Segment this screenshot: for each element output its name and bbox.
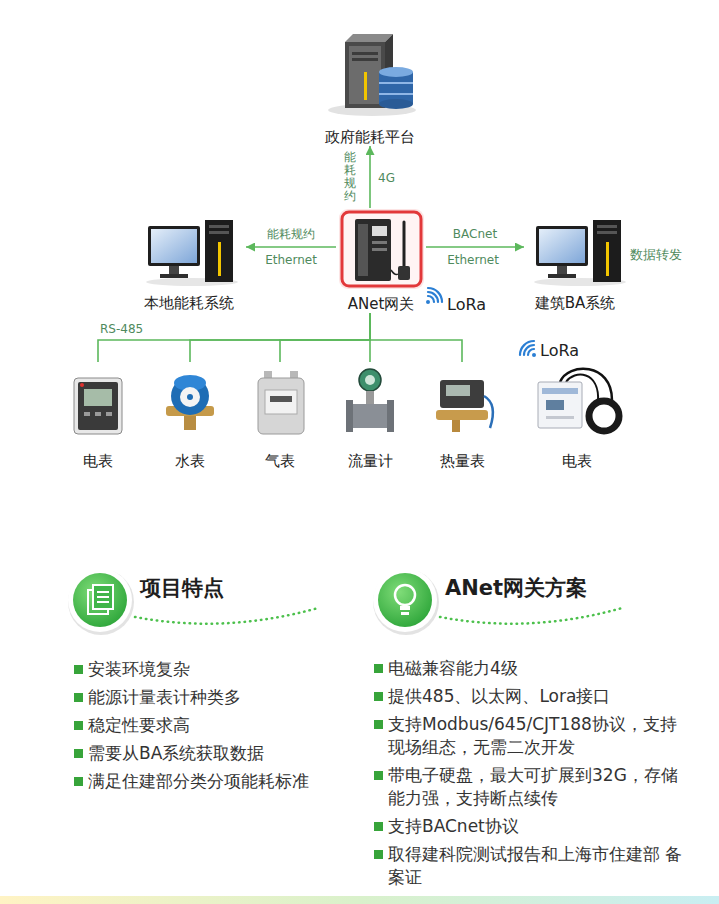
meter-icon (74, 378, 122, 434)
connector (280, 313, 370, 362)
wireless-label: LoRa (447, 295, 486, 314)
meter-node: 气表 (238, 362, 322, 470)
bullet-square (74, 749, 83, 758)
wireless-label: LoRa (540, 341, 579, 360)
node-label: 气表 (265, 452, 295, 470)
dotted-curve (135, 608, 318, 624)
system-node: 建筑BA系统 (524, 213, 626, 312)
bullet-text: 支持Modbus/645/CJT188协议，支持 现场组态，无需二次开发 (388, 714, 677, 757)
meter-node: 电表 (56, 362, 140, 470)
note-label: 数据转发 (630, 248, 682, 262)
dotted-curve (440, 608, 622, 624)
bullet-item: 能源计量表计种类多 (88, 686, 350, 709)
bullet-text: 满足住建部分类分项能耗标准 (88, 771, 309, 791)
bullet-item: 需要从BA系统获取数据 (88, 742, 350, 765)
panel-heading: 项目特点 (140, 575, 224, 601)
connector (369, 146, 371, 208)
gateway-node: ANet网关 (336, 208, 426, 313)
bullet-item: 安装环境复杂 (88, 658, 350, 681)
bullet-square (74, 721, 83, 730)
connector (190, 313, 370, 362)
heading-icon (68, 568, 134, 635)
node-label: 建筑BA系统 (535, 294, 616, 312)
meter-icon (346, 369, 394, 432)
bullet-text: 能源计量表计种类多 (88, 687, 241, 707)
feature-panel: ANet网关方案电磁兼容能力4级提供485、以太网、Lora接口支持Modbus… (375, 575, 710, 893)
bullet-item: 满足住建部分类分项能耗标准 (88, 770, 350, 793)
bullet-item: 支持Modbus/645/CJT188协议，支持 现场组态，无需二次开发 (388, 713, 688, 759)
connector (426, 246, 524, 248)
footer-bar (0, 896, 719, 904)
bullet-square (374, 771, 383, 780)
bullet-text: 取得建科院测试报告和上海市住建部 备案证 (388, 844, 682, 887)
bullet-item: 取得建科院测试报告和上海市住建部 备案证 (388, 843, 688, 889)
bullet-item: 支持BACnet协议 (388, 815, 688, 838)
node-label: 政府能耗平台 (325, 128, 415, 146)
connector (370, 313, 462, 362)
link-label: 4G (378, 171, 395, 185)
bus-label: RS-485 (100, 322, 143, 336)
bullet-text: 安装环境复杂 (88, 659, 190, 679)
bullet-list: 安装环境复杂能源计量表计种类多稳定性要求高需要从BA系统获取数据满足住建部分类分… (88, 658, 350, 798)
bullet-text: 电磁兼容能力4级 (388, 658, 518, 678)
gateway-icon (339, 209, 424, 289)
node-label: 本地能耗系统 (144, 294, 234, 312)
connector (98, 313, 370, 362)
bullet-text: 需要从BA系统获取数据 (88, 743, 264, 763)
bullet-square (74, 777, 83, 786)
meter-node: 电表 (527, 362, 627, 470)
panel-heading: ANet网关方案 (445, 575, 587, 601)
connector-label: BACnet (453, 227, 497, 241)
bullet-text: 支持BACnet协议 (388, 816, 519, 836)
bullet-square (74, 665, 83, 674)
computer-icon (146, 220, 238, 286)
node-label: 水表 (175, 452, 205, 470)
connector-label: 能耗规约 (344, 151, 356, 204)
platform-node: 政府能耗平台 (318, 30, 422, 146)
meter-node: 水表 (148, 362, 232, 470)
meter-icon (166, 375, 214, 430)
node-label: 电表 (83, 452, 113, 470)
meter-icon (538, 369, 619, 431)
bullet-item: 稳定性要求高 (88, 714, 350, 737)
bullet-text: 带电子硬盘，最大可扩展到32G，存储 能力强，支持断点续传 (388, 765, 678, 808)
wireless-symbol (520, 341, 536, 357)
node-label: ANet网关 (348, 295, 415, 313)
bullet-item: 提供485、以太网、Lora接口 (388, 685, 688, 708)
bullet-square (374, 692, 383, 701)
connector-label: 能耗规约 (267, 227, 315, 241)
bullet-item: 电磁兼容能力4级 (388, 657, 688, 680)
bullet-square (374, 720, 383, 729)
connector (246, 246, 336, 248)
bullet-square (374, 822, 383, 831)
node-label: 流量计 (348, 452, 393, 470)
bullet-item: 带电子硬盘，最大可扩展到32G，存储 能力强，支持断点续传 (388, 764, 688, 810)
heading-icon (373, 568, 439, 635)
server-icon (328, 34, 416, 116)
link-label: Ethernet (265, 253, 317, 267)
bullet-square (374, 664, 383, 673)
bullet-square (74, 693, 83, 702)
computer-icon (534, 220, 626, 286)
feature-panel: 项目特点安装环境复杂能源计量表计种类多稳定性要求高需要从BA系统获取数据满足住建… (70, 575, 360, 893)
bullet-square (374, 850, 383, 859)
node-label: 电表 (562, 452, 592, 470)
link-label: Ethernet (447, 253, 499, 267)
bullet-text: 提供485、以太网、Lora接口 (388, 686, 610, 706)
node-label: 热量表 (440, 452, 485, 470)
bullet-list: 电磁兼容能力4级提供485、以太网、Lora接口支持Modbus/645/CJT… (388, 657, 688, 894)
system-node: 本地能耗系统 (132, 213, 246, 312)
meter-node: 流量计 (328, 362, 412, 470)
wireless-symbol (426, 288, 442, 304)
meter-node: 热量表 (420, 362, 504, 470)
bullet-text: 稳定性要求高 (88, 715, 190, 735)
meter-icon (258, 371, 304, 434)
meter-icon (436, 380, 493, 432)
